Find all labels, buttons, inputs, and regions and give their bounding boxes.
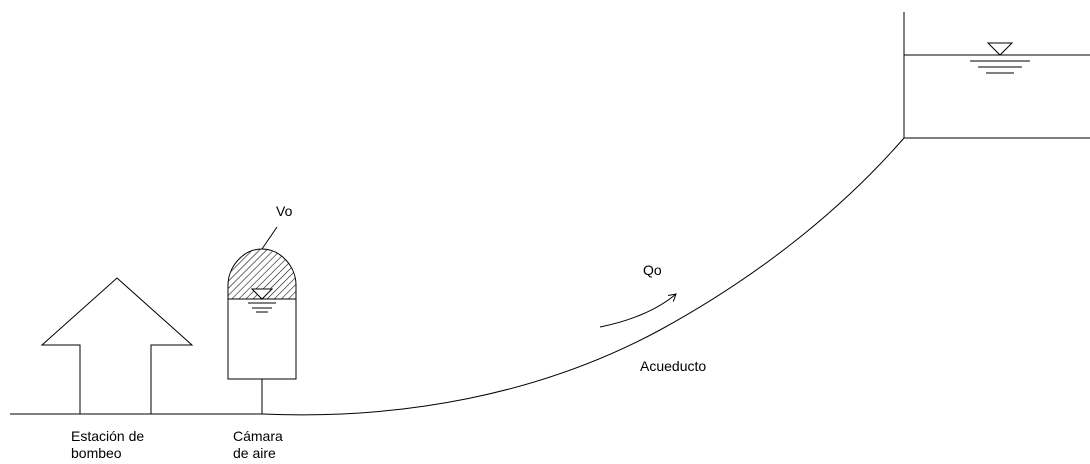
air-chamber-label-line1: Cámara <box>233 428 283 444</box>
reservoir-water-level-symbol <box>970 42 1030 74</box>
air-volume-label: Vo <box>276 203 293 219</box>
chamber-water-level-symbol <box>248 288 276 313</box>
reservoir-tank <box>903 12 1090 139</box>
flow-label: Qo <box>643 262 662 278</box>
pump-station-label-line2: bombeo <box>71 445 122 461</box>
air-chamber-label: Cámara de aire <box>233 428 283 462</box>
flow-arrow <box>599 293 677 328</box>
pump-station-label: Estación de bombeo <box>71 428 144 462</box>
aqueduct-label: Acueducto <box>640 358 707 374</box>
air-chamber-label-line2: de aire <box>233 445 276 461</box>
aqueduct-pipeline <box>261 137 905 416</box>
air-chamber-body <box>227 298 297 380</box>
pump-station-label-line1: Estación de <box>71 428 145 444</box>
air-volume-leader <box>261 226 278 250</box>
pump-station-shape <box>40 277 194 414</box>
